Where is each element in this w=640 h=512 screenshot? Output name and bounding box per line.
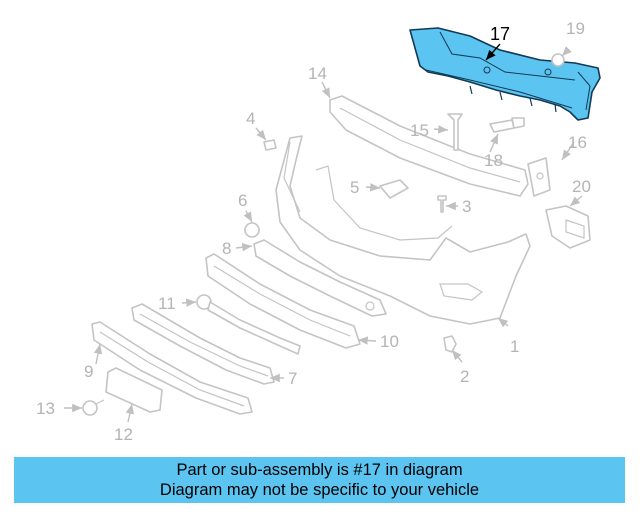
parts-diagram: 17 19 14 4 15 16 18 5 20 6 3 8 11 10 1 9… xyxy=(36,19,601,444)
part-17-highlighted[interactable] xyxy=(409,27,601,121)
callout-15[interactable]: 15 xyxy=(410,121,429,140)
part-3 xyxy=(437,195,447,213)
callout-20[interactable]: 20 xyxy=(572,177,591,196)
callout-16[interactable]: 16 xyxy=(568,133,587,152)
part-4 xyxy=(263,139,277,151)
callout-9[interactable]: 9 xyxy=(84,362,93,381)
callout-13[interactable]: 13 xyxy=(36,399,55,418)
part-2 xyxy=(443,335,457,353)
part-1 xyxy=(275,135,531,325)
part-13 xyxy=(82,399,105,416)
callout-17[interactable]: 17 xyxy=(490,24,510,44)
part-19 xyxy=(551,53,565,67)
part-11 xyxy=(196,294,301,355)
part-info-banner: Part or sub-assembly is #17 in diagram D… xyxy=(14,457,625,503)
part-16 xyxy=(527,157,551,197)
part-14 xyxy=(329,95,529,197)
part-9 xyxy=(91,321,253,415)
part-18 xyxy=(489,117,525,133)
callout-6[interactable]: 6 xyxy=(238,191,247,210)
callout-7[interactable]: 7 xyxy=(288,369,297,388)
callout-11[interactable]: 11 xyxy=(158,294,176,313)
caption-line-disclaimer: Diagram may not be specific to your vehi… xyxy=(159,481,480,499)
caption-line-part: Part or sub-assembly is #17 in diagram xyxy=(176,461,463,479)
part-15 xyxy=(447,113,463,151)
callout-10[interactable]: 10 xyxy=(380,332,399,351)
callout-3[interactable]: 3 xyxy=(462,197,471,216)
callout-18[interactable]: 18 xyxy=(484,151,503,170)
callout-4[interactable]: 4 xyxy=(246,109,255,128)
callout-14[interactable]: 14 xyxy=(308,64,327,83)
part-12 xyxy=(105,367,163,413)
part-6 xyxy=(244,222,260,238)
part-8 xyxy=(253,239,387,317)
callout-12[interactable]: 12 xyxy=(114,425,133,444)
callout-8[interactable]: 8 xyxy=(222,239,231,258)
callout-2[interactable]: 2 xyxy=(460,367,469,386)
callout-5[interactable]: 5 xyxy=(350,178,359,197)
part-5 xyxy=(379,179,409,199)
part-20 xyxy=(545,205,591,249)
callout-19[interactable]: 19 xyxy=(566,19,585,38)
callout-1[interactable]: 1 xyxy=(510,337,519,356)
